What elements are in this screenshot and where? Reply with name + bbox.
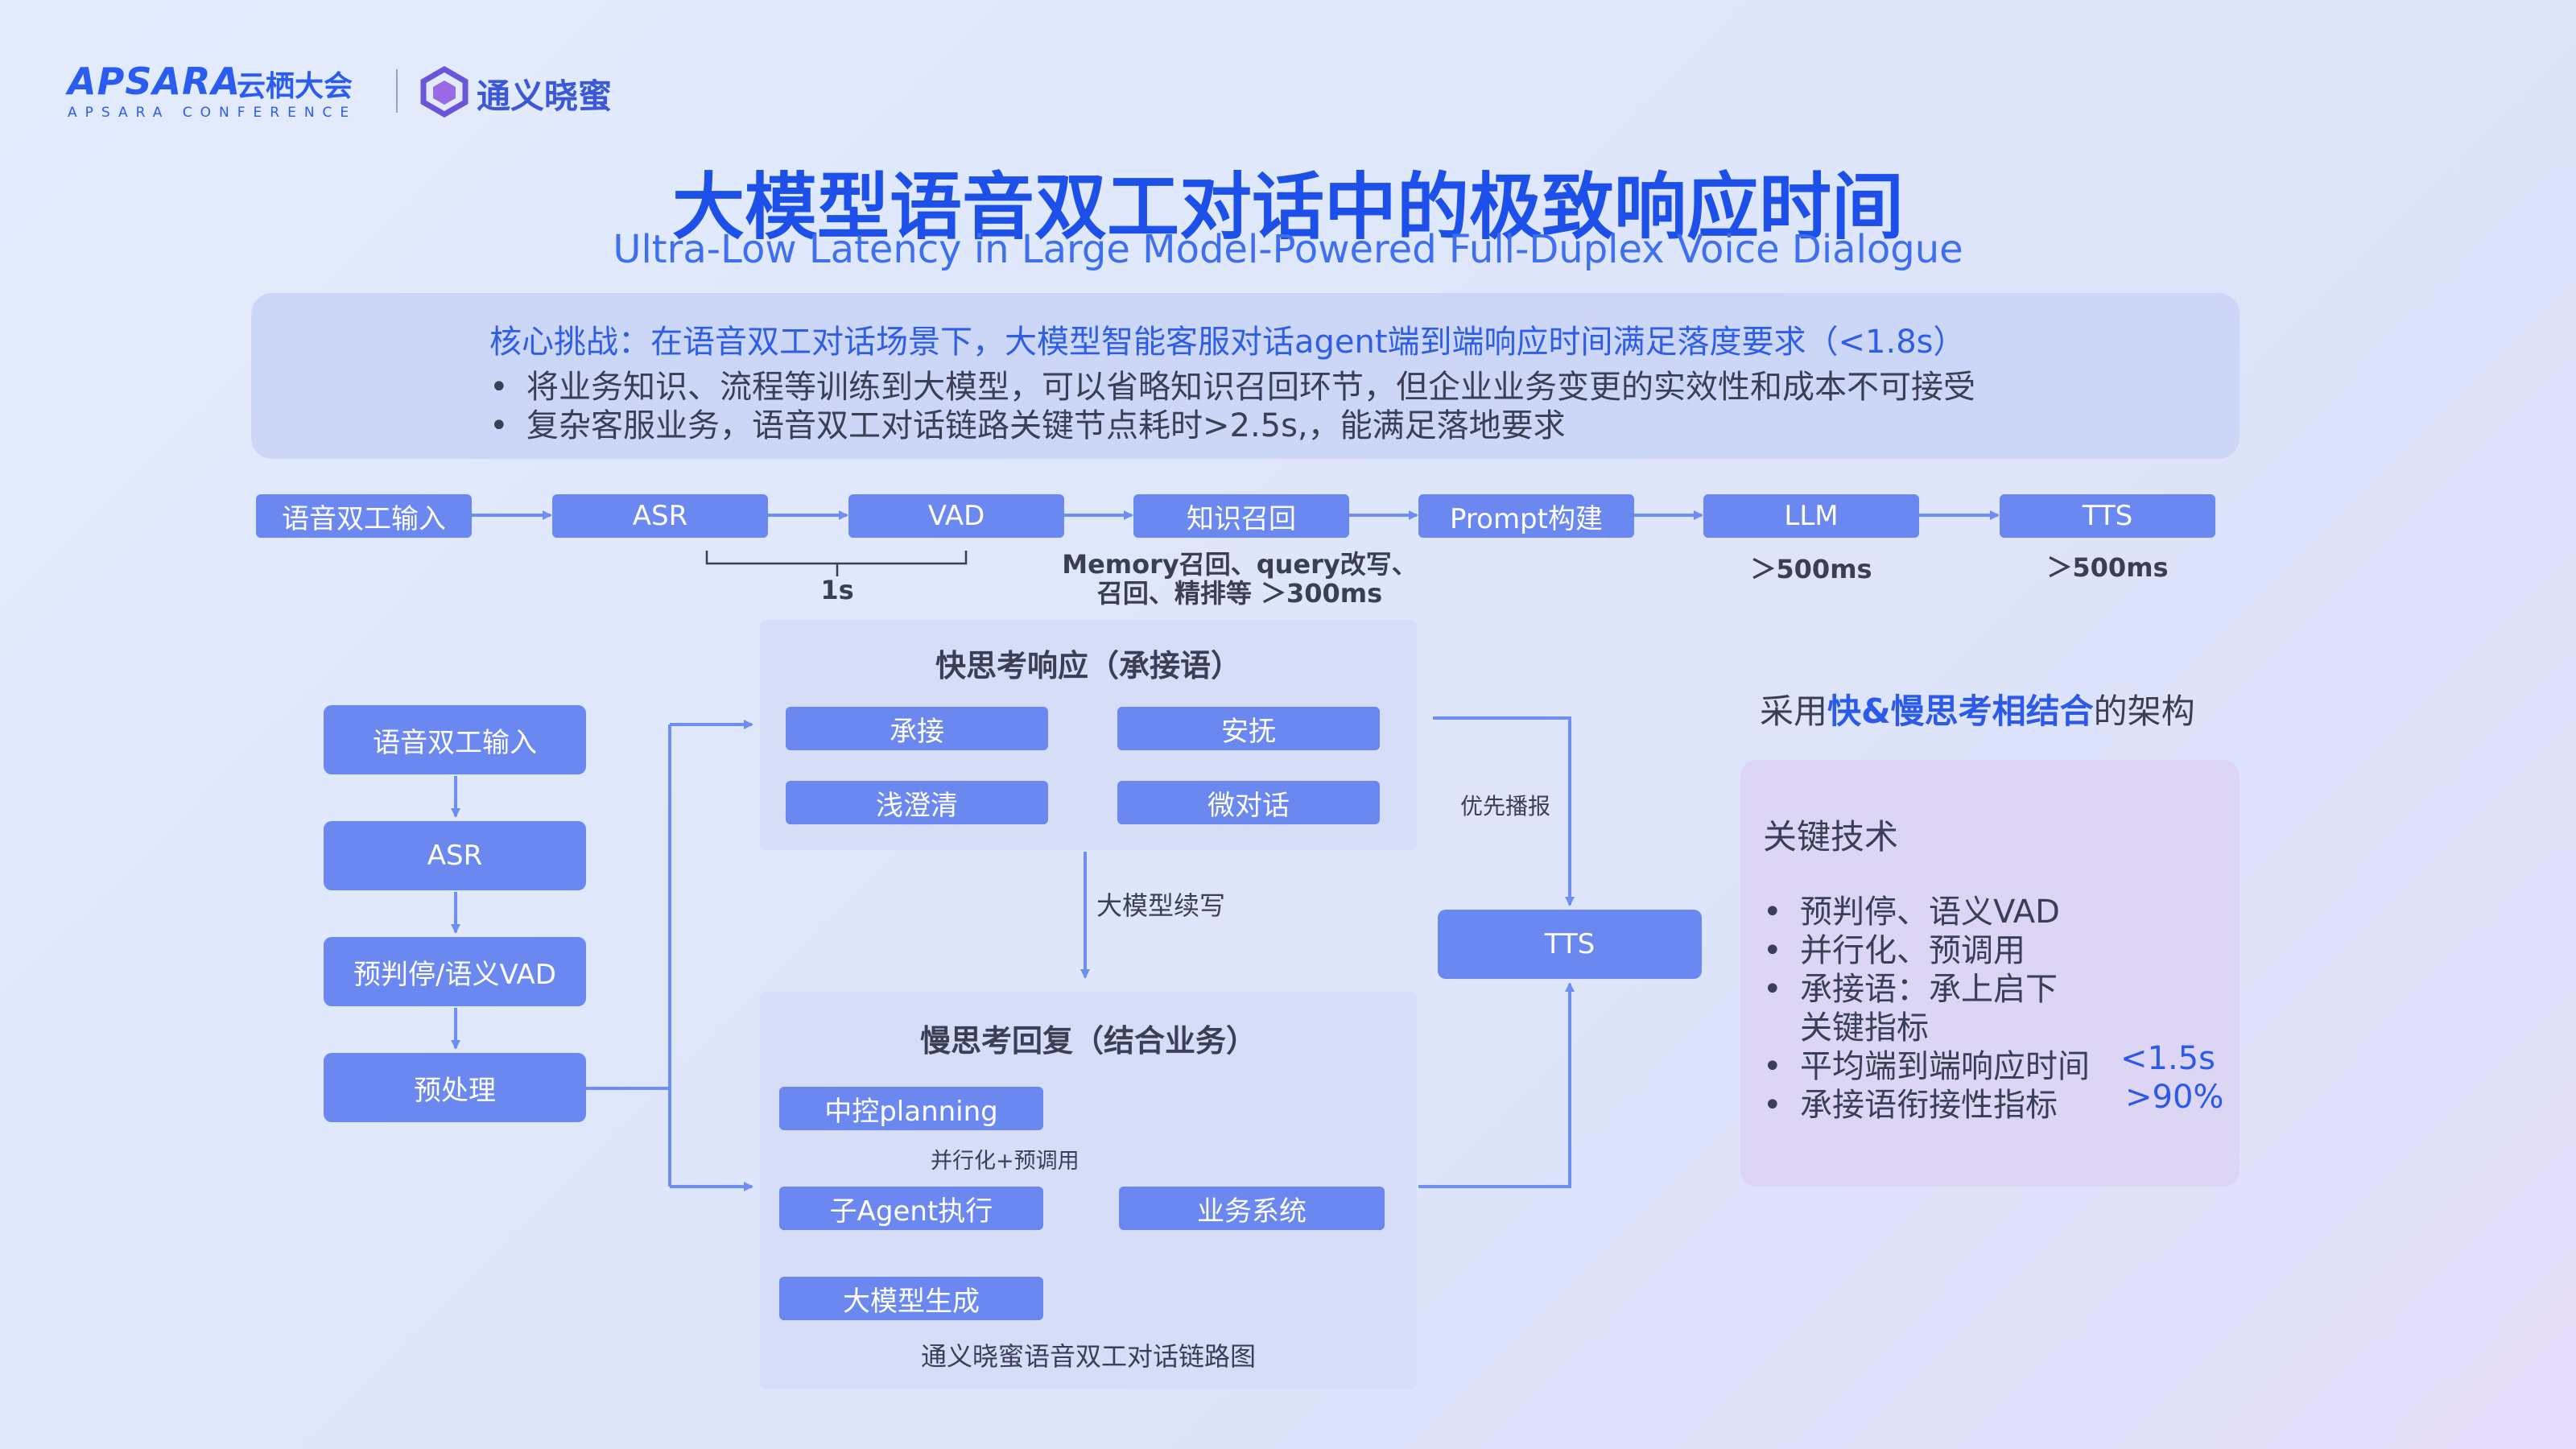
pipeline-step-vad: VAD xyxy=(848,494,1064,538)
slow-thinking-title: 慢思考回复（结合业务） xyxy=(919,1023,1257,1059)
page-title: 大模型语音双工对话中的极致响应时间 xyxy=(672,165,1904,250)
architecture-line: 采用快&慢思考相结合的架构 xyxy=(1760,684,2195,733)
challenge-bullet-text: 将业务知识、流程等训练到大模型，可以省略知识召回环节，但企业业务变更的实效性和成… xyxy=(526,369,1975,406)
key-tech-item: 关键指标 xyxy=(1763,1001,1929,1048)
sub-agent-box: 子Agent执行 xyxy=(779,1187,1043,1230)
coherence-metric-value: >90% xyxy=(2125,1079,2224,1116)
chain-voice-input: 语音双工输入 xyxy=(324,705,586,774)
chain-asr: ASR xyxy=(324,821,586,890)
pipeline-step-tts: TTS xyxy=(2000,494,2215,538)
asr-vad-latency: 1s xyxy=(820,575,854,605)
pipeline-step-asr: ASR xyxy=(552,494,768,538)
chain-preprocess: 预处理 xyxy=(324,1053,586,1122)
recall-latency-line2: 召回、精排等 ＞300ms xyxy=(1096,578,1383,609)
tts-box: TTS xyxy=(1438,910,1702,979)
chain-semantic-vad: 预判停/语义VAD xyxy=(324,937,586,1006)
key-tech-title: 关键技术 xyxy=(1763,817,1899,857)
key-tech-item: • 承接语：承上启下 xyxy=(1763,963,2058,1009)
pipeline-step-llm: LLM xyxy=(1703,494,1919,538)
bullet-icon: • xyxy=(1763,971,1782,1008)
key-tech-text: 平均端到端响应时间 xyxy=(1800,1048,2090,1085)
yunqi-logo-text: 云栖大会 xyxy=(237,70,353,103)
key-tech-panel xyxy=(1740,760,2240,1187)
key-tech-text: 并行化、预调用 xyxy=(1800,932,2025,969)
latency-metric-value: <1.5s xyxy=(2120,1040,2215,1077)
continue-writing-label: 大模型续写 xyxy=(1096,890,1226,921)
fast-item-comfort: 安抚 xyxy=(1117,707,1380,750)
bullet-icon: • xyxy=(1763,932,1782,969)
bullet-icon: • xyxy=(489,407,509,444)
tongyi-logo-icon xyxy=(420,66,469,118)
tts-latency: ＞500ms xyxy=(2046,552,2169,583)
arch-suffix: 的架构 xyxy=(2093,691,2195,731)
arch-prefix: 采用 xyxy=(1760,691,1828,731)
llm-generate-box: 大模型生成 xyxy=(779,1277,1043,1320)
header-divider xyxy=(396,69,398,113)
arch-highlight: 快&慢思考相结合 xyxy=(1827,691,2094,731)
key-tech-text: 承接语衔接性指标 xyxy=(1800,1087,2058,1124)
key-tech-item: • 并行化、预调用 xyxy=(1763,924,2025,971)
recall-latency-line1: Memory召回、query改写、 xyxy=(1062,549,1418,580)
business-system-box: 业务系统 xyxy=(1119,1187,1385,1230)
fast-item-clarify: 浅澄清 xyxy=(786,781,1048,824)
challenge-panel xyxy=(251,293,2240,459)
bullet-icon: • xyxy=(1763,1087,1782,1124)
bullet-icon: • xyxy=(1763,1048,1782,1085)
key-tech-text: 关键指标 xyxy=(1800,1009,1929,1046)
apsara-logo: APSARA xyxy=(68,60,242,103)
challenge-headline: 核心挑战：在语音双工对话场景下，大模型智能客服对话agent端到端响应时间满足落… xyxy=(489,324,1966,361)
bullet-icon: • xyxy=(1763,894,1782,931)
fast-item-micro-dialog: 微对话 xyxy=(1117,781,1380,824)
fast-item-acknowledge: 承接 xyxy=(786,707,1048,750)
key-tech-item: • 承接语衔接性指标 xyxy=(1763,1079,2058,1125)
pipeline-step-prompt: Prompt构建 xyxy=(1418,494,1634,538)
conference-text: APSARA CONFERENCE xyxy=(68,105,357,121)
bullet-icon: • xyxy=(489,369,509,406)
fast-thinking-title: 快思考响应（承接语） xyxy=(935,648,1241,683)
pipeline-step-voice-input: 语音双工输入 xyxy=(256,494,472,538)
pipeline-step-recall: 知识召回 xyxy=(1133,494,1349,538)
parallel-precall-label: 并行化+预调用 xyxy=(931,1149,1080,1174)
priority-broadcast-label: 优先播报 xyxy=(1460,793,1551,819)
key-tech-item: • 平均端到端响应时间 xyxy=(1763,1040,2090,1087)
challenge-bullet: • 复杂客服业务，语音双工对话链路关键节点耗时>2.5s,，能满足落地要求 xyxy=(489,399,1566,446)
key-tech-item: • 预判停、语义VAD xyxy=(1763,886,2060,932)
key-tech-text: 承接语：承上启下 xyxy=(1800,971,2058,1008)
central-planning-box: 中控planning xyxy=(779,1087,1043,1130)
key-tech-text: 预判停、语义VAD xyxy=(1800,894,2060,931)
challenge-bullet: • 将业务知识、流程等训练到大模型，可以省略知识召回环节，但企业业务变更的实效性和… xyxy=(489,361,1975,407)
diagram-caption: 通义晓蜜语音双工对话链路图 xyxy=(920,1341,1256,1372)
llm-latency: ＞500ms xyxy=(1750,554,1872,584)
page-subtitle: Ultra-Low Latency in Large Model-Powered… xyxy=(613,227,1963,272)
product-name: 通义晓蜜 xyxy=(477,76,613,116)
challenge-bullet-text: 复杂客服业务，语音双工对话链路关键节点耗时>2.5s,，能满足落地要求 xyxy=(526,407,1566,444)
